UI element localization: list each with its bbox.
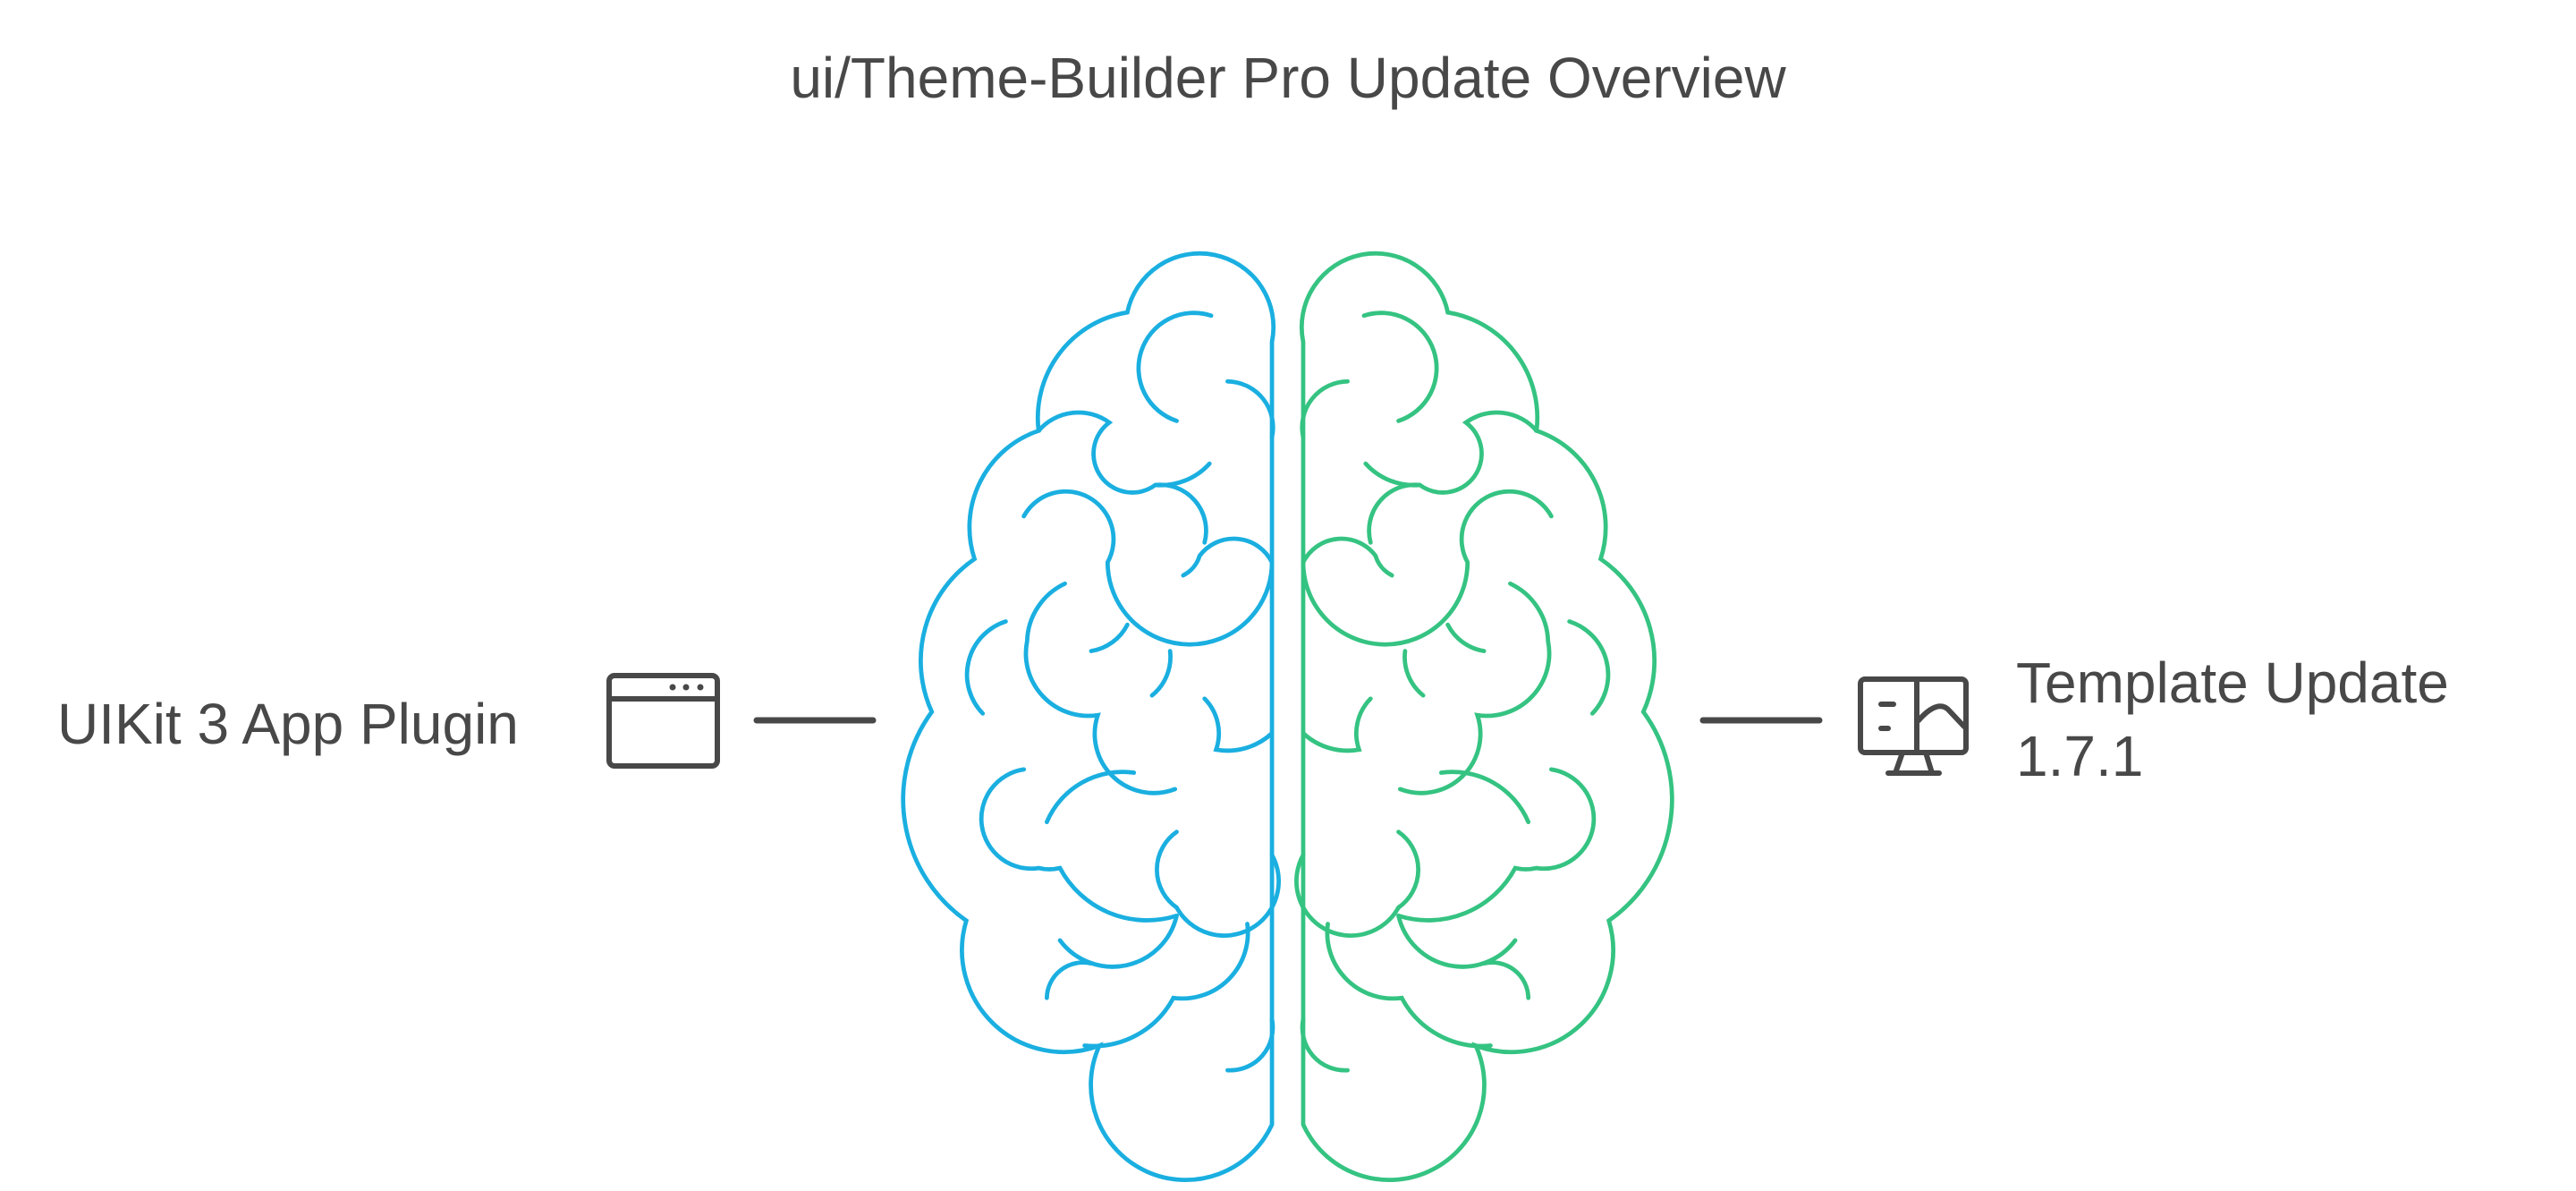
right-label-line1: Template Update — [2016, 651, 2449, 715]
right-label-line2: 1.7.1 — [2016, 724, 2144, 788]
diagram-title: ui/Theme-Builder Pro Update Overview — [790, 46, 1786, 110]
left-hemisphere — [901, 251, 1282, 1183]
right-label: Template Update 1.7.1 — [2016, 646, 2449, 793]
right-hemisphere-paths — [1294, 251, 1674, 1183]
browser-window-icon — [606, 673, 720, 769]
left-label: UIKit 3 App Plugin — [57, 692, 519, 756]
right-hemisphere — [1294, 251, 1674, 1183]
brain — [901, 251, 1674, 1183]
monitor-template-icon — [1858, 676, 1969, 776]
